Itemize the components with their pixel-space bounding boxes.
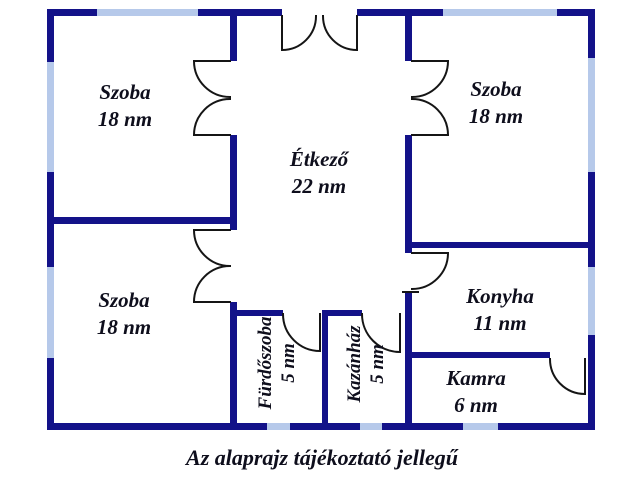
door-konyha (402, 251, 450, 293)
room-name: Szoba (99, 80, 151, 104)
door-swing-arc (410, 97, 450, 137)
wall-bottom (47, 423, 595, 430)
doors (192, 14, 587, 396)
door-swing-arc (410, 59, 450, 99)
wall-kazanhaz-top (328, 310, 362, 316)
room-label-etkezo: Étkező 22 nm (290, 146, 348, 200)
room-name: Kazánház (344, 325, 365, 403)
window-bottom-kazanhaz (360, 423, 382, 430)
wall-szoba-tr-konyha (411, 242, 588, 248)
interior-walls (54, 16, 588, 423)
room-label-szoba-top-left: Szoba 18 nm (98, 79, 152, 133)
window-left-lower (47, 267, 54, 358)
wall-etkezo-szoba-tr-upper (405, 16, 412, 61)
window-bottom-furdoszoba (267, 423, 290, 430)
wall-furdoszoba-kazanhaz (322, 310, 328, 423)
windows (47, 9, 595, 430)
room-area: 18 nm (96, 315, 152, 339)
door-furdoszoba (281, 312, 322, 353)
door-swing-arc (192, 97, 232, 137)
door-kazanhaz (360, 312, 402, 354)
room-area: 18 nm (468, 104, 524, 128)
wall-right (588, 9, 595, 430)
wall-konyha-kamra (411, 352, 550, 358)
room-name: Szoba (98, 288, 150, 312)
room-label-szoba-bottom-left: Szoba 18 nm (97, 287, 151, 341)
window-top-left (97, 9, 198, 16)
window-right-upper (588, 58, 595, 172)
wall-etkezo-szoba-tr-lower (405, 135, 412, 253)
window-right-lower (588, 267, 595, 335)
room-name: Konyha (466, 284, 534, 308)
window-bottom-kamra (463, 423, 498, 430)
room-area: 5 nm (367, 344, 388, 384)
caption: Az alaprajz tájékoztató jellegű (186, 445, 458, 470)
door-double-szoba-bottom-left (192, 228, 232, 304)
room-label-kazanhaz: Kazánház 5 nm (343, 325, 389, 402)
wall-szoba-bl-furdoszoba (230, 302, 237, 423)
door-double-szoba-top-right (410, 59, 450, 137)
door-swing-arc (192, 228, 232, 268)
door-swing-arc (548, 357, 587, 396)
wall-furdoszoba-top (232, 310, 283, 316)
wall-between-left-szobas (54, 217, 237, 224)
window-top-right (443, 9, 557, 16)
door-swing-arc (192, 59, 232, 99)
room-name: Fürdőszoba (255, 316, 276, 410)
door-swing-arc (321, 14, 359, 52)
door-swing-arc (192, 264, 232, 304)
room-area: 5 nm (278, 343, 299, 383)
room-area: 11 nm (473, 311, 527, 335)
room-area: 18 nm (97, 107, 153, 131)
wall-szoba-tl-etkezo-upper (230, 16, 237, 61)
room-label-kamra: Kamra 6 nm (446, 365, 506, 419)
room-name: Étkező (289, 147, 349, 171)
room-name: Szoba (470, 77, 522, 101)
room-area: 22 nm (291, 174, 347, 198)
room-label-szoba-top-right: Szoba 18 nm (469, 76, 523, 130)
window-left-upper (47, 62, 54, 172)
door-swing-arc (280, 14, 318, 52)
room-area: 6 nm (454, 393, 498, 417)
room-name: Kamra (446, 366, 506, 390)
room-label-konyha: Konyha 11 nm (466, 283, 534, 337)
door-swing-arc (281, 312, 322, 353)
door-swing-arc (360, 312, 402, 354)
door-double-szoba-top-left (192, 59, 232, 137)
door-double-entrance-top (280, 14, 359, 52)
door-kamra (548, 357, 587, 396)
door-swing-arc (410, 251, 450, 291)
room-label-furdoszoba: Fürdőszoba 5 nm (254, 317, 300, 410)
wall-left (47, 9, 54, 430)
wall-kazanhaz-konyha-kamra (405, 292, 412, 423)
wall-szoba-tl-etkezo-lower (230, 135, 237, 230)
